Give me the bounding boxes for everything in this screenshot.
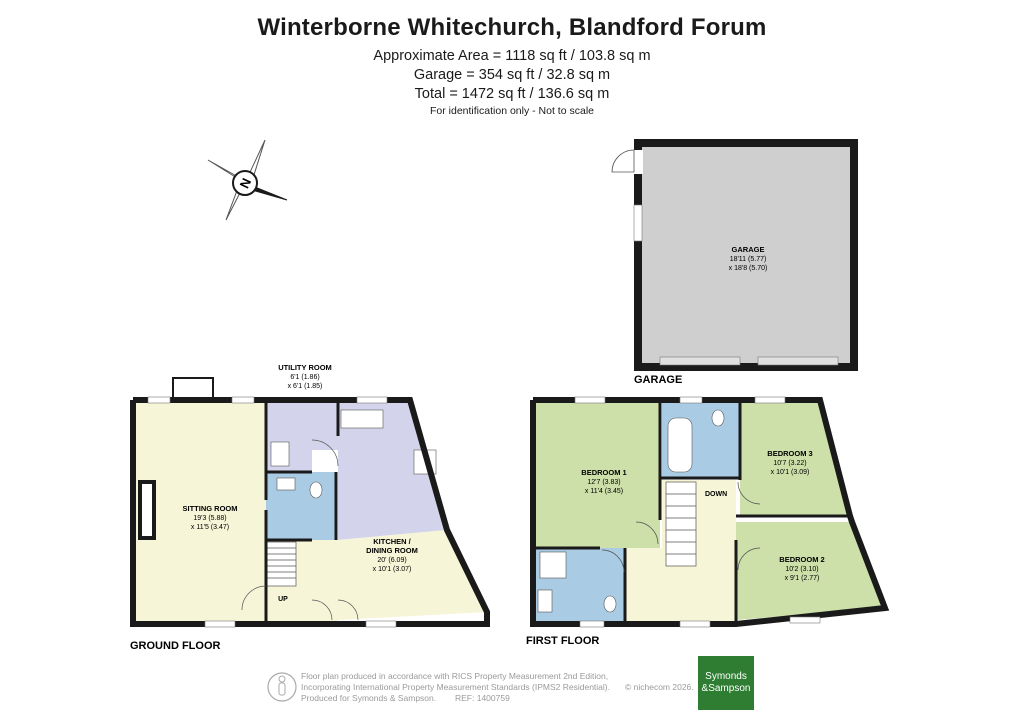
door-swing [311, 599, 333, 621]
bedroom-3-dim-1: 10'7 (3.22) [773, 460, 806, 467]
kitchen-sink [340, 409, 384, 429]
bedroom-1 [533, 400, 660, 548]
symonds-sampson-logo: Symonds &Sampson [698, 656, 754, 710]
shower-icon [539, 551, 567, 579]
en-suite-toilet-icon [603, 595, 617, 613]
first-floor-walls [530, 397, 890, 627]
door-swing [601, 549, 625, 573]
garage-dim-1: 18'11 (5.77) [730, 256, 767, 263]
garage-window [633, 204, 643, 242]
garage-side-door [633, 150, 643, 174]
logo-line-1: Symonds [705, 671, 747, 682]
bedroom-3-dim-2: x 10'1 (3.09) [771, 469, 810, 476]
sitting-room-dim-1: 19'3 (5.88) [193, 515, 226, 522]
garage-plan: GARAGE 18'11 (5.77) x 18'8 (5.70) [611, 139, 858, 371]
total-area: Total = 1472 sq ft / 136.6 sq m [414, 86, 610, 102]
approximate-area: Approximate Area = 1118 sq ft / 103.8 sq… [373, 48, 651, 64]
door-swing [241, 585, 267, 611]
bedroom-3-name: BEDROOM 3 [767, 449, 812, 458]
kitchen-area [312, 400, 447, 540]
fireplace [138, 480, 156, 540]
first-window [789, 616, 821, 624]
garage-room-name: GARAGE [732, 245, 765, 254]
first-floor-label: FIRST FLOOR [526, 635, 599, 647]
garage-door-right [757, 356, 839, 366]
footer-line-2: Incorporating International Property Mea… [301, 682, 610, 692]
bedroom-2-name: BEDROOM 2 [779, 555, 824, 564]
ground-toilet-icon [309, 481, 323, 499]
dining-area [338, 530, 487, 620]
ground-floor-inner-walls [264, 400, 340, 624]
door-swing [737, 481, 761, 505]
footer-line-3: Produced for Symonds & Sampson. [301, 693, 436, 703]
garage-door-swing [611, 149, 635, 173]
measurement-standard-icon [267, 672, 297, 702]
garage-area: Garage = 354 sq ft / 32.8 sq m [413, 67, 611, 83]
kitchen-room-name-1: KITCHEN / [373, 537, 411, 546]
bedroom-1-dim-1: 12'7 (3.83) [587, 479, 620, 486]
footer-ref: REF: 1400759 [455, 693, 510, 703]
compass-icon: N [207, 139, 288, 221]
door-swing [311, 439, 339, 467]
first-window [679, 620, 711, 628]
door-swing [737, 547, 761, 571]
garage-label: GARAGE [634, 374, 682, 386]
utility-room-dim-1: 6'1 (1.86) [290, 374, 319, 381]
sitting-room-name: SITTING ROOM [183, 504, 238, 513]
ground-floor-plan: SITTING ROOM 19'3 (5.88) x 11'5 (3.47) U… [130, 363, 490, 628]
first-window [579, 620, 605, 628]
ground-window [365, 620, 397, 628]
utility-sink [270, 441, 290, 467]
utility-room-dim-2: x 6'1 (1.85) [288, 383, 323, 390]
ground-stairs [265, 541, 297, 587]
ground-window [356, 396, 388, 404]
ground-floor-walls [130, 397, 490, 627]
first-floor-inner-walls [533, 400, 852, 624]
plan-title: Winterborne Whitechurch, Blandford Forum [257, 14, 767, 41]
garage-door-left [659, 356, 741, 366]
garage-floor [638, 143, 854, 367]
bedroom-2-dim-1: 10'2 (3.10) [785, 566, 818, 573]
stairs-up-label: UP [278, 596, 288, 603]
toilet-icon [711, 409, 725, 427]
logo-line-2: &Sampson [701, 683, 751, 694]
ground-floor-label: GROUND FLOOR [130, 640, 220, 652]
first-window [679, 396, 703, 404]
bedroom-2-dim-2: x 9'1 (2.77) [785, 575, 820, 582]
ground-shower-room [266, 472, 336, 540]
ground-basin-icon [276, 477, 296, 491]
garage-walls [634, 139, 858, 371]
kitchen-dim-2: x 10'1 (3.07) [373, 566, 412, 573]
footer-line-1: Floor plan produced in accordance with R… [301, 671, 608, 681]
kitchen-room-name-2: DINING ROOM [366, 546, 418, 555]
first-floor-stairs [665, 481, 697, 567]
ground-window [204, 620, 236, 628]
first-floor-plan: BEDROOM 1 12'7 (3.83) x 11'4 (3.45) BEDR… [530, 396, 890, 628]
identification-note: For identification only - Not to scale [430, 105, 594, 117]
door-swing [337, 599, 359, 621]
kitchen-dim-1: 20' (6.09) [377, 557, 406, 564]
sitting-room-dim-2: x 11'5 (3.47) [191, 524, 229, 531]
door-swing [635, 521, 659, 545]
utility-room-name: UTILITY ROOM [278, 363, 332, 372]
bedroom-1-name: BEDROOM 1 [581, 468, 626, 477]
first-window [754, 396, 786, 404]
footer-copyright: © nichecom 2026. [625, 682, 694, 692]
stairs-down-label: DOWN [705, 491, 727, 498]
en-suite-basin-icon [537, 589, 553, 613]
ground-window [147, 396, 171, 404]
garage-dim-2: x 18'8 (5.70) [729, 265, 768, 272]
bedroom-2 [736, 522, 885, 620]
first-window [574, 396, 606, 404]
bath-icon [667, 417, 693, 473]
bedroom-1-dim-2: x 11'4 (3.45) [585, 488, 623, 495]
ground-window [231, 396, 255, 404]
bedroom-3 [740, 400, 850, 516]
